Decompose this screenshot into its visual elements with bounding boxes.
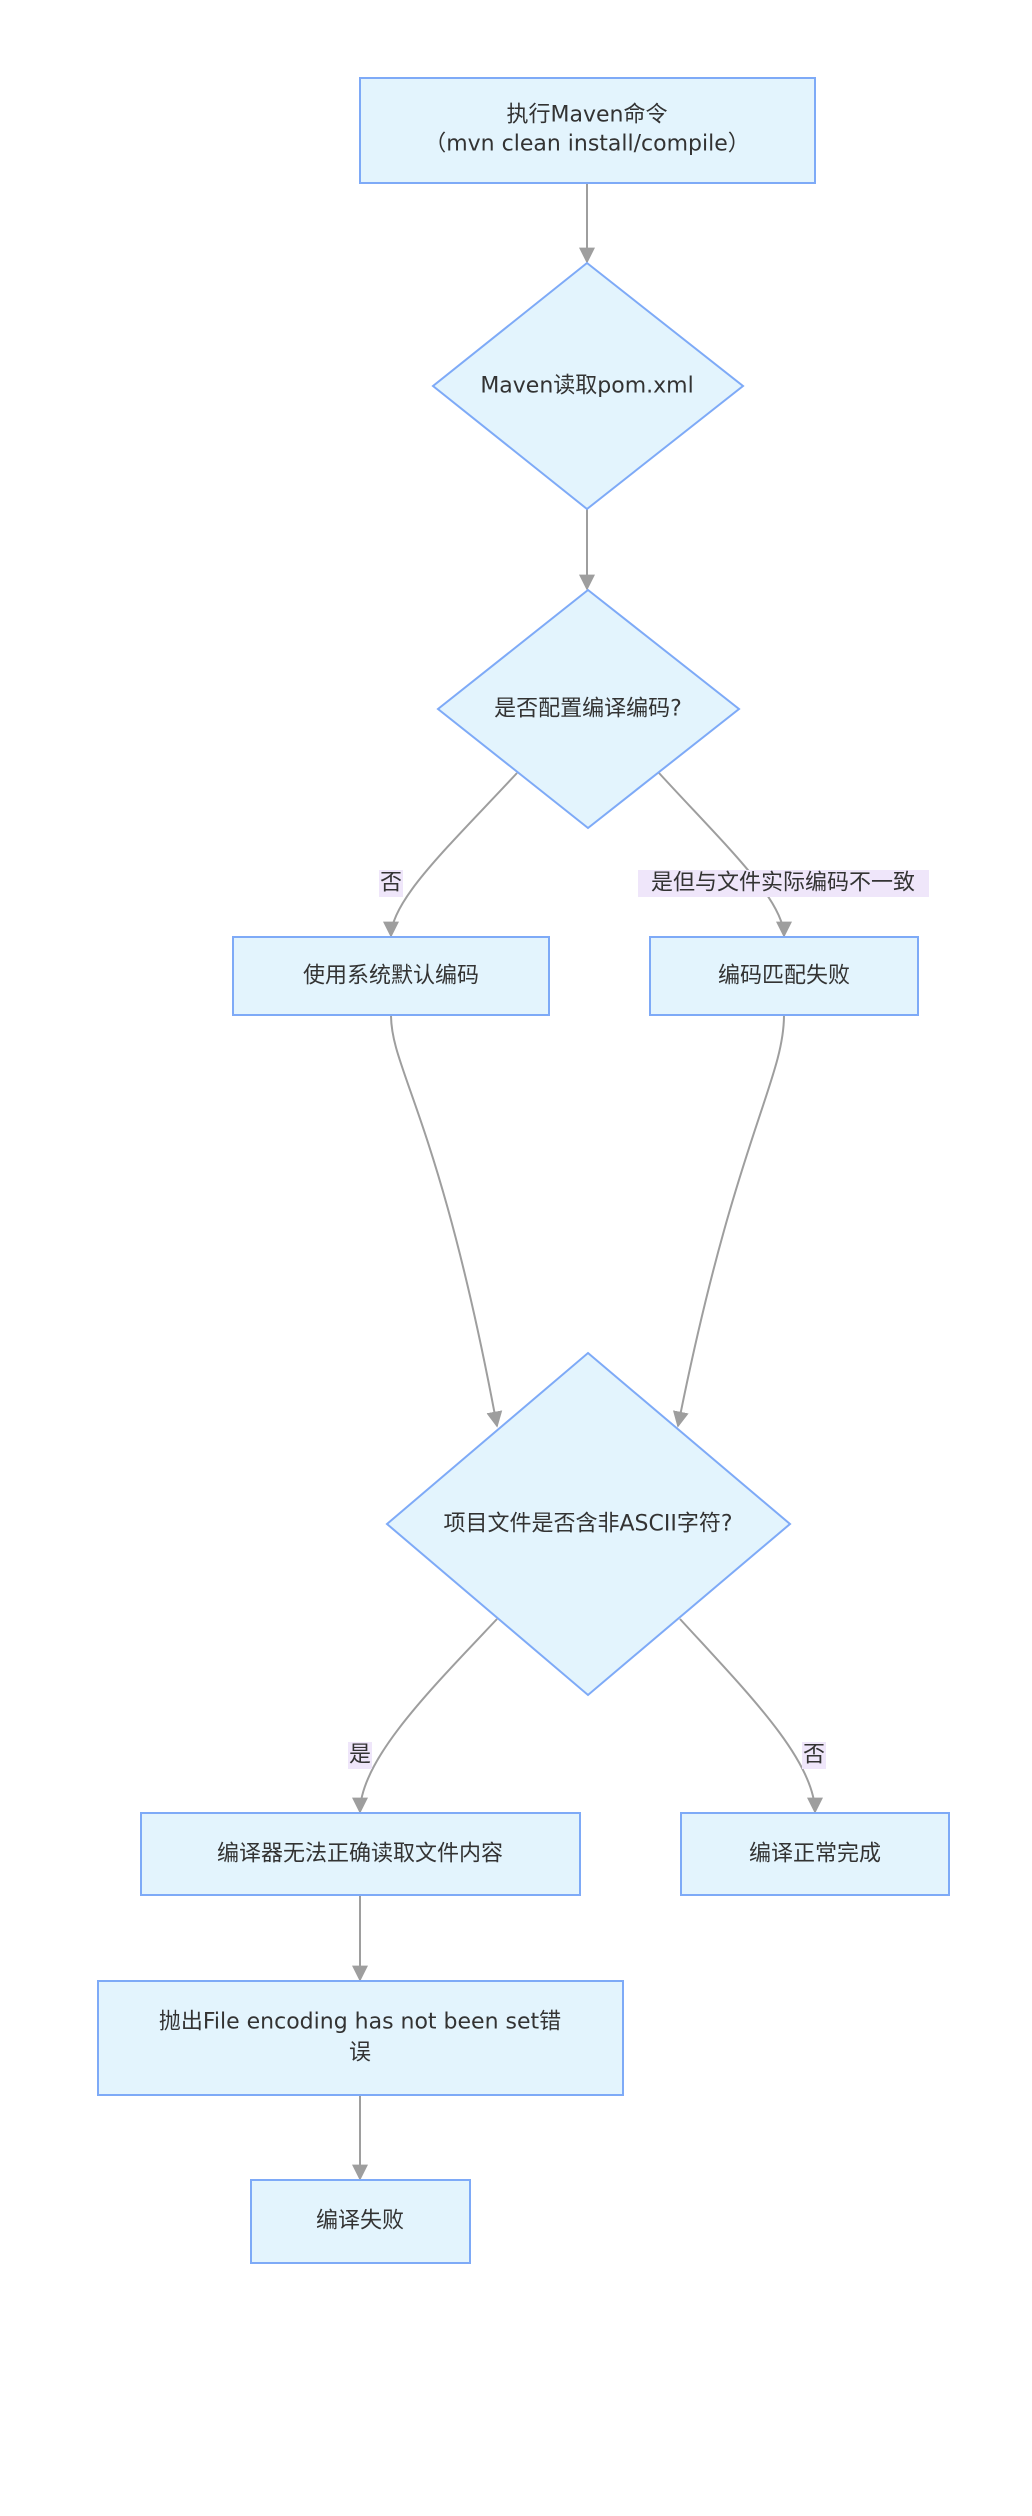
svg-text:编译失败: 编译失败	[316, 2209, 404, 2234]
node-configured-decision: 是否配置编译编码?	[436, 588, 741, 830]
svg-text:误: 误	[349, 2041, 371, 2066]
svg-text:否: 否	[380, 871, 402, 896]
node-start: 执行Maven命令 （mvn clean install/compile）	[359, 77, 816, 184]
svg-text:是: 是	[349, 1743, 371, 1768]
edge-label-yes-mismatch: 是但与文件实际编码不一致	[638, 870, 929, 897]
svg-text:项目文件是否含非ASCII字符?: 项目文件是否含非ASCII字符?	[443, 1512, 732, 1537]
edge-ascii-no	[679, 1618, 823, 1814]
node-use-default: 使用系统默认编码	[232, 936, 550, 1016]
node-compile-ok: 编译正常完成	[680, 1812, 950, 1896]
edge-default-to-ascii	[390, 1014, 503, 1428]
edge-configured-no	[383, 772, 518, 938]
svg-text:执行Maven命令: 执行Maven命令	[507, 103, 668, 128]
edge-ascii-yes	[352, 1618, 498, 1814]
svg-text:（mvn clean install/compile）: （mvn clean install/compile）	[424, 132, 750, 157]
svg-text:编码匹配失败: 编码匹配失败	[718, 964, 850, 989]
node-cannot-read: 编译器无法正确读取文件内容	[140, 1812, 581, 1896]
node-compile-fail: 编译失败	[250, 2179, 471, 2264]
svg-text:Maven读取pom.xml: Maven读取pom.xml	[480, 374, 693, 399]
node-non-ascii-decision: 项目文件是否含非ASCII字符?	[385, 1351, 792, 1697]
node-throw-error: 抛出File encoding has not been set错 误	[97, 1980, 624, 2096]
svg-text:抛出File encoding has not been s: 抛出File encoding has not been set错	[159, 2010, 561, 2035]
edge-configured-mismatch	[658, 772, 792, 938]
node-read-pom: Maven读取pom.xml	[431, 261, 745, 511]
node-mismatch: 编码匹配失败	[649, 936, 919, 1016]
edge-mismatch-to-ascii	[672, 1014, 785, 1428]
edge-label-yes: 是	[348, 1742, 372, 1769]
svg-text:是否配置编译编码?: 是否配置编译编码?	[494, 697, 682, 722]
edge-label-no2: 否	[802, 1742, 826, 1769]
edge-label-no: 否	[379, 870, 403, 897]
svg-text:编译正常完成: 编译正常完成	[749, 1842, 881, 1867]
svg-text:编译器无法正确读取文件内容: 编译器无法正确读取文件内容	[217, 1842, 503, 1867]
svg-text:是但与文件实际编码不一致: 是但与文件实际编码不一致	[651, 871, 915, 896]
svg-text:否: 否	[803, 1743, 825, 1768]
svg-text:使用系统默认编码: 使用系统默认编码	[303, 964, 479, 989]
